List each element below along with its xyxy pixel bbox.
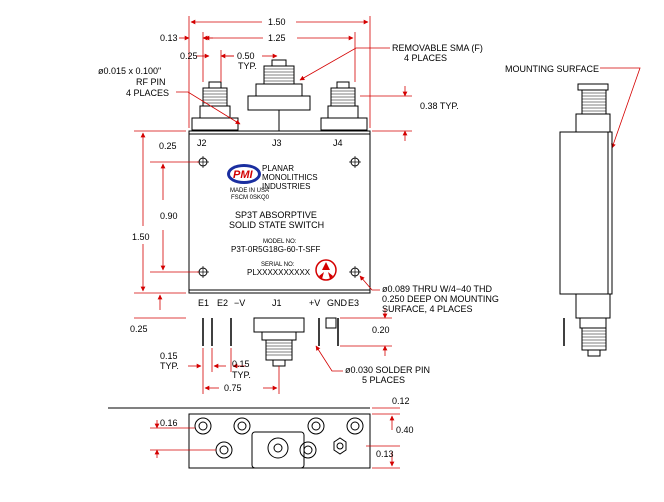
mounting-hole-tr <box>349 156 361 168</box>
dim-height-150: 1.50 <box>132 232 150 242</box>
gnd-label: GND <box>327 298 348 308</box>
dim-015-a: 0.15 <box>160 351 178 361</box>
side-body <box>559 131 613 295</box>
dim-038-typ: 0.38 TYP. <box>420 101 459 111</box>
dim-015-b: 0.15 <box>232 359 250 369</box>
solder-pin-note-1: ø0.030 SOLDER PIN <box>345 365 430 375</box>
thru-hole-note-3: SURFACE, 4 PLACES <box>382 304 473 314</box>
rf-pin-note-3: 4 PLACES <box>126 88 169 98</box>
front-view: J2 J3 J4 PMI PLANAR MONOLITHICS INDUSTRI… <box>188 59 371 367</box>
front-dimensions: 1.50 0.13 1.25 0.25 0.50 TYP. ø0.015 x 0… <box>98 16 499 394</box>
bottom-body <box>188 413 371 469</box>
port-j1-label: J1 <box>272 298 282 308</box>
dim-050: 0.50 <box>237 51 255 61</box>
dim-015-a-typ: TYP. <box>160 361 179 371</box>
dim-025-top: 0.25 <box>180 51 198 61</box>
company-name-line-2: MONOLITHICS <box>262 173 318 182</box>
thru-hole-note-2: 0.250 DEEP ON MOUNTING <box>382 294 499 304</box>
sma-connector-j4 <box>320 81 368 131</box>
logo-mark-text: PMI <box>233 169 254 181</box>
solder-pin-note-2: 5 PLACES <box>362 375 405 385</box>
thru-hole-note-1: ø0.089 THRU W/4−40 THD <box>382 284 492 294</box>
dim-015-b-typ: TYP. <box>232 370 251 380</box>
port-j3-label: J3 <box>272 138 282 148</box>
dim-050-typ: TYP. <box>238 61 257 71</box>
port-e1-label: E1 <box>198 298 209 308</box>
sma-note-2: 4 PLACES <box>404 53 447 63</box>
dim-025-a: 0.25 <box>159 141 177 151</box>
dim-013: 0.13 <box>160 33 178 43</box>
company-name-line-3: INDUSTRIES <box>262 182 310 191</box>
side-view: MOUNTING SURFACE <box>505 64 641 357</box>
port-e3-label: E3 <box>348 298 359 308</box>
dim-125: 1.25 <box>268 33 286 43</box>
pmi-logo: PMI <box>227 164 261 184</box>
dim-040: 0.40 <box>396 425 414 435</box>
esd-symbol-icon <box>315 259 337 281</box>
dim-020: 0.20 <box>372 325 390 335</box>
product-title-line-1: SP3T ABSORPTIVE <box>235 210 317 220</box>
fscm-code: FSCM 0SKQ0 <box>231 195 270 201</box>
rf-pin-note-1: ø0.015 x 0.100" <box>98 66 161 76</box>
dim-012: 0.12 <box>392 396 410 406</box>
model-no-label: MODEL NO: <box>263 239 297 245</box>
port-e2-label: E2 <box>217 298 228 308</box>
plus-v-label: +V <box>309 298 320 308</box>
company-name-line-1: PLANAR <box>262 164 294 173</box>
bottom-view: 0.16 0.12 0.40 0.13 <box>108 396 414 469</box>
made-in-usa: MADE IN USA <box>230 188 269 194</box>
mounting-surface-label: MOUNTING SURFACE <box>505 64 599 74</box>
dim-025-b: 0.25 <box>130 324 148 334</box>
port-j4-label: J4 <box>333 138 343 148</box>
solder-pins <box>202 317 339 346</box>
dim-016: 0.16 <box>160 418 178 428</box>
mounting-hole-br <box>349 266 361 278</box>
rf-pin-note-2: RF PIN <box>136 77 166 87</box>
product-title-line-2: SOLID STATE SWITCH <box>229 220 324 230</box>
sma-connector-j2 <box>191 81 239 131</box>
serial-no-value: PLXXXXXXXXXX <box>247 268 311 277</box>
sma-connector-j3 <box>247 59 311 131</box>
sma-connector-j1 <box>253 317 305 367</box>
minus-v-label: −V <box>234 298 245 308</box>
model-no-value: P3T-0R5G18G-60-T-SFF <box>231 245 320 254</box>
sma-note-1: REMOVABLE SMA (F) <box>392 43 483 53</box>
serial-no-label: SERIAL NO: <box>261 262 295 268</box>
dim-075: 0.75 <box>224 383 242 393</box>
port-j2-label: J2 <box>197 138 207 148</box>
dim-090: 0.90 <box>160 211 178 221</box>
dim-width-150: 1.50 <box>268 17 286 27</box>
dim-013-b: 0.13 <box>376 449 394 459</box>
